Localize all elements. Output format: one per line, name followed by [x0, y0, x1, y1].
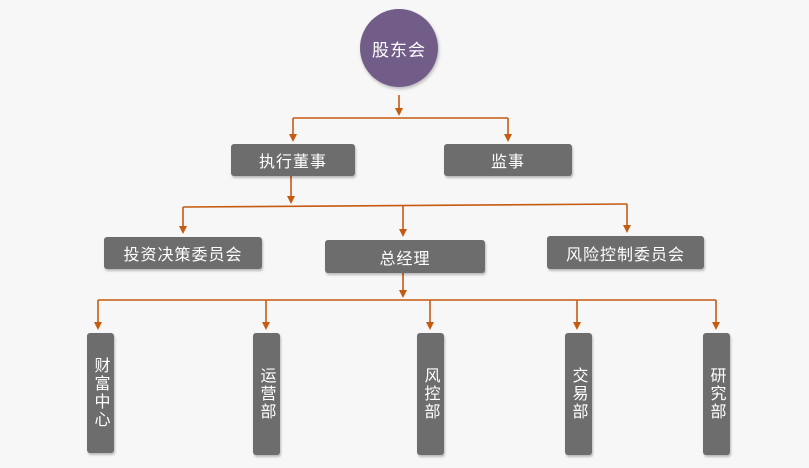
node-general-manager: 总经理: [325, 240, 485, 273]
node-risk-committee: 风险控制委员会: [547, 236, 704, 269]
node-label: 交易部: [569, 367, 589, 421]
node-investment-committee: 投资决策委员会: [104, 237, 262, 269]
node-label: 股东会: [372, 40, 426, 61]
node-dept-risk-control: 风控部: [417, 333, 444, 455]
node-label: 投资决策委员会: [123, 245, 243, 264]
node-label: 研究部: [707, 367, 727, 421]
node-dept-operations: 运营部: [253, 333, 280, 455]
node-label: 总经理: [379, 248, 431, 268]
node-label: 风险控制委员会: [565, 244, 685, 264]
node-dept-wealth-center: 财富中心: [87, 333, 114, 453]
node-dept-research: 研究部: [703, 333, 730, 455]
node-label: 财富中心: [91, 357, 111, 429]
node-shareholders-meeting: 股东会: [360, 9, 438, 87]
connector-level2-bar: [182, 203, 628, 208]
node-label: 监事: [490, 152, 525, 171]
node-executive-director: 执行董事: [231, 144, 355, 176]
node-supervisor: 监事: [444, 144, 572, 176]
node-dept-trading: 交易部: [565, 333, 592, 455]
node-label: 运营部: [257, 367, 277, 421]
node-label: 执行董事: [258, 152, 327, 171]
node-label: 风控部: [421, 367, 441, 421]
